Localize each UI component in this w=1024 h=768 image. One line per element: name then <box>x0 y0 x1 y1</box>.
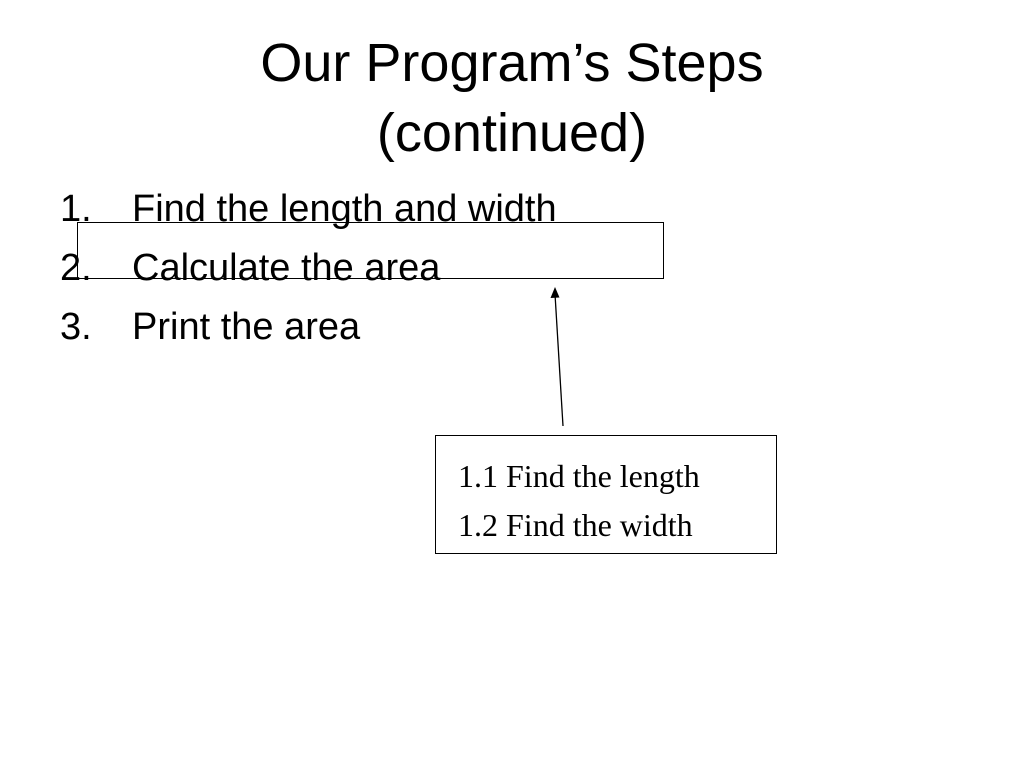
callout-box: 1.1 Find the length 1.2 Find the width <box>435 435 777 554</box>
step-number: 2. <box>60 247 92 289</box>
steps-list: 1. Find the length and width 2. Calculate … <box>60 184 557 361</box>
list-item: 3. Print the area <box>60 302 557 361</box>
callout-line-2: 1.2 Find the width <box>458 507 693 543</box>
list-item: 2. Calculate the area <box>60 243 557 302</box>
slide-title-line-1: Our Program’s Steps <box>260 33 764 93</box>
slide-title: Our Program’s Steps (continued) <box>0 28 1024 168</box>
step-number: 3. <box>60 306 92 348</box>
step-text: Calculate the area <box>132 247 441 289</box>
step-highlight-box <box>77 222 664 279</box>
step-text: Find the length and width <box>132 188 557 230</box>
slide-title-line-2: (continued) <box>376 103 648 163</box>
step-text: Print the area <box>132 306 361 348</box>
step-number: 1. <box>60 188 92 230</box>
list-item: 1. Find the length and width <box>60 184 557 243</box>
callout-line-1: 1.1 Find the length <box>458 458 700 494</box>
